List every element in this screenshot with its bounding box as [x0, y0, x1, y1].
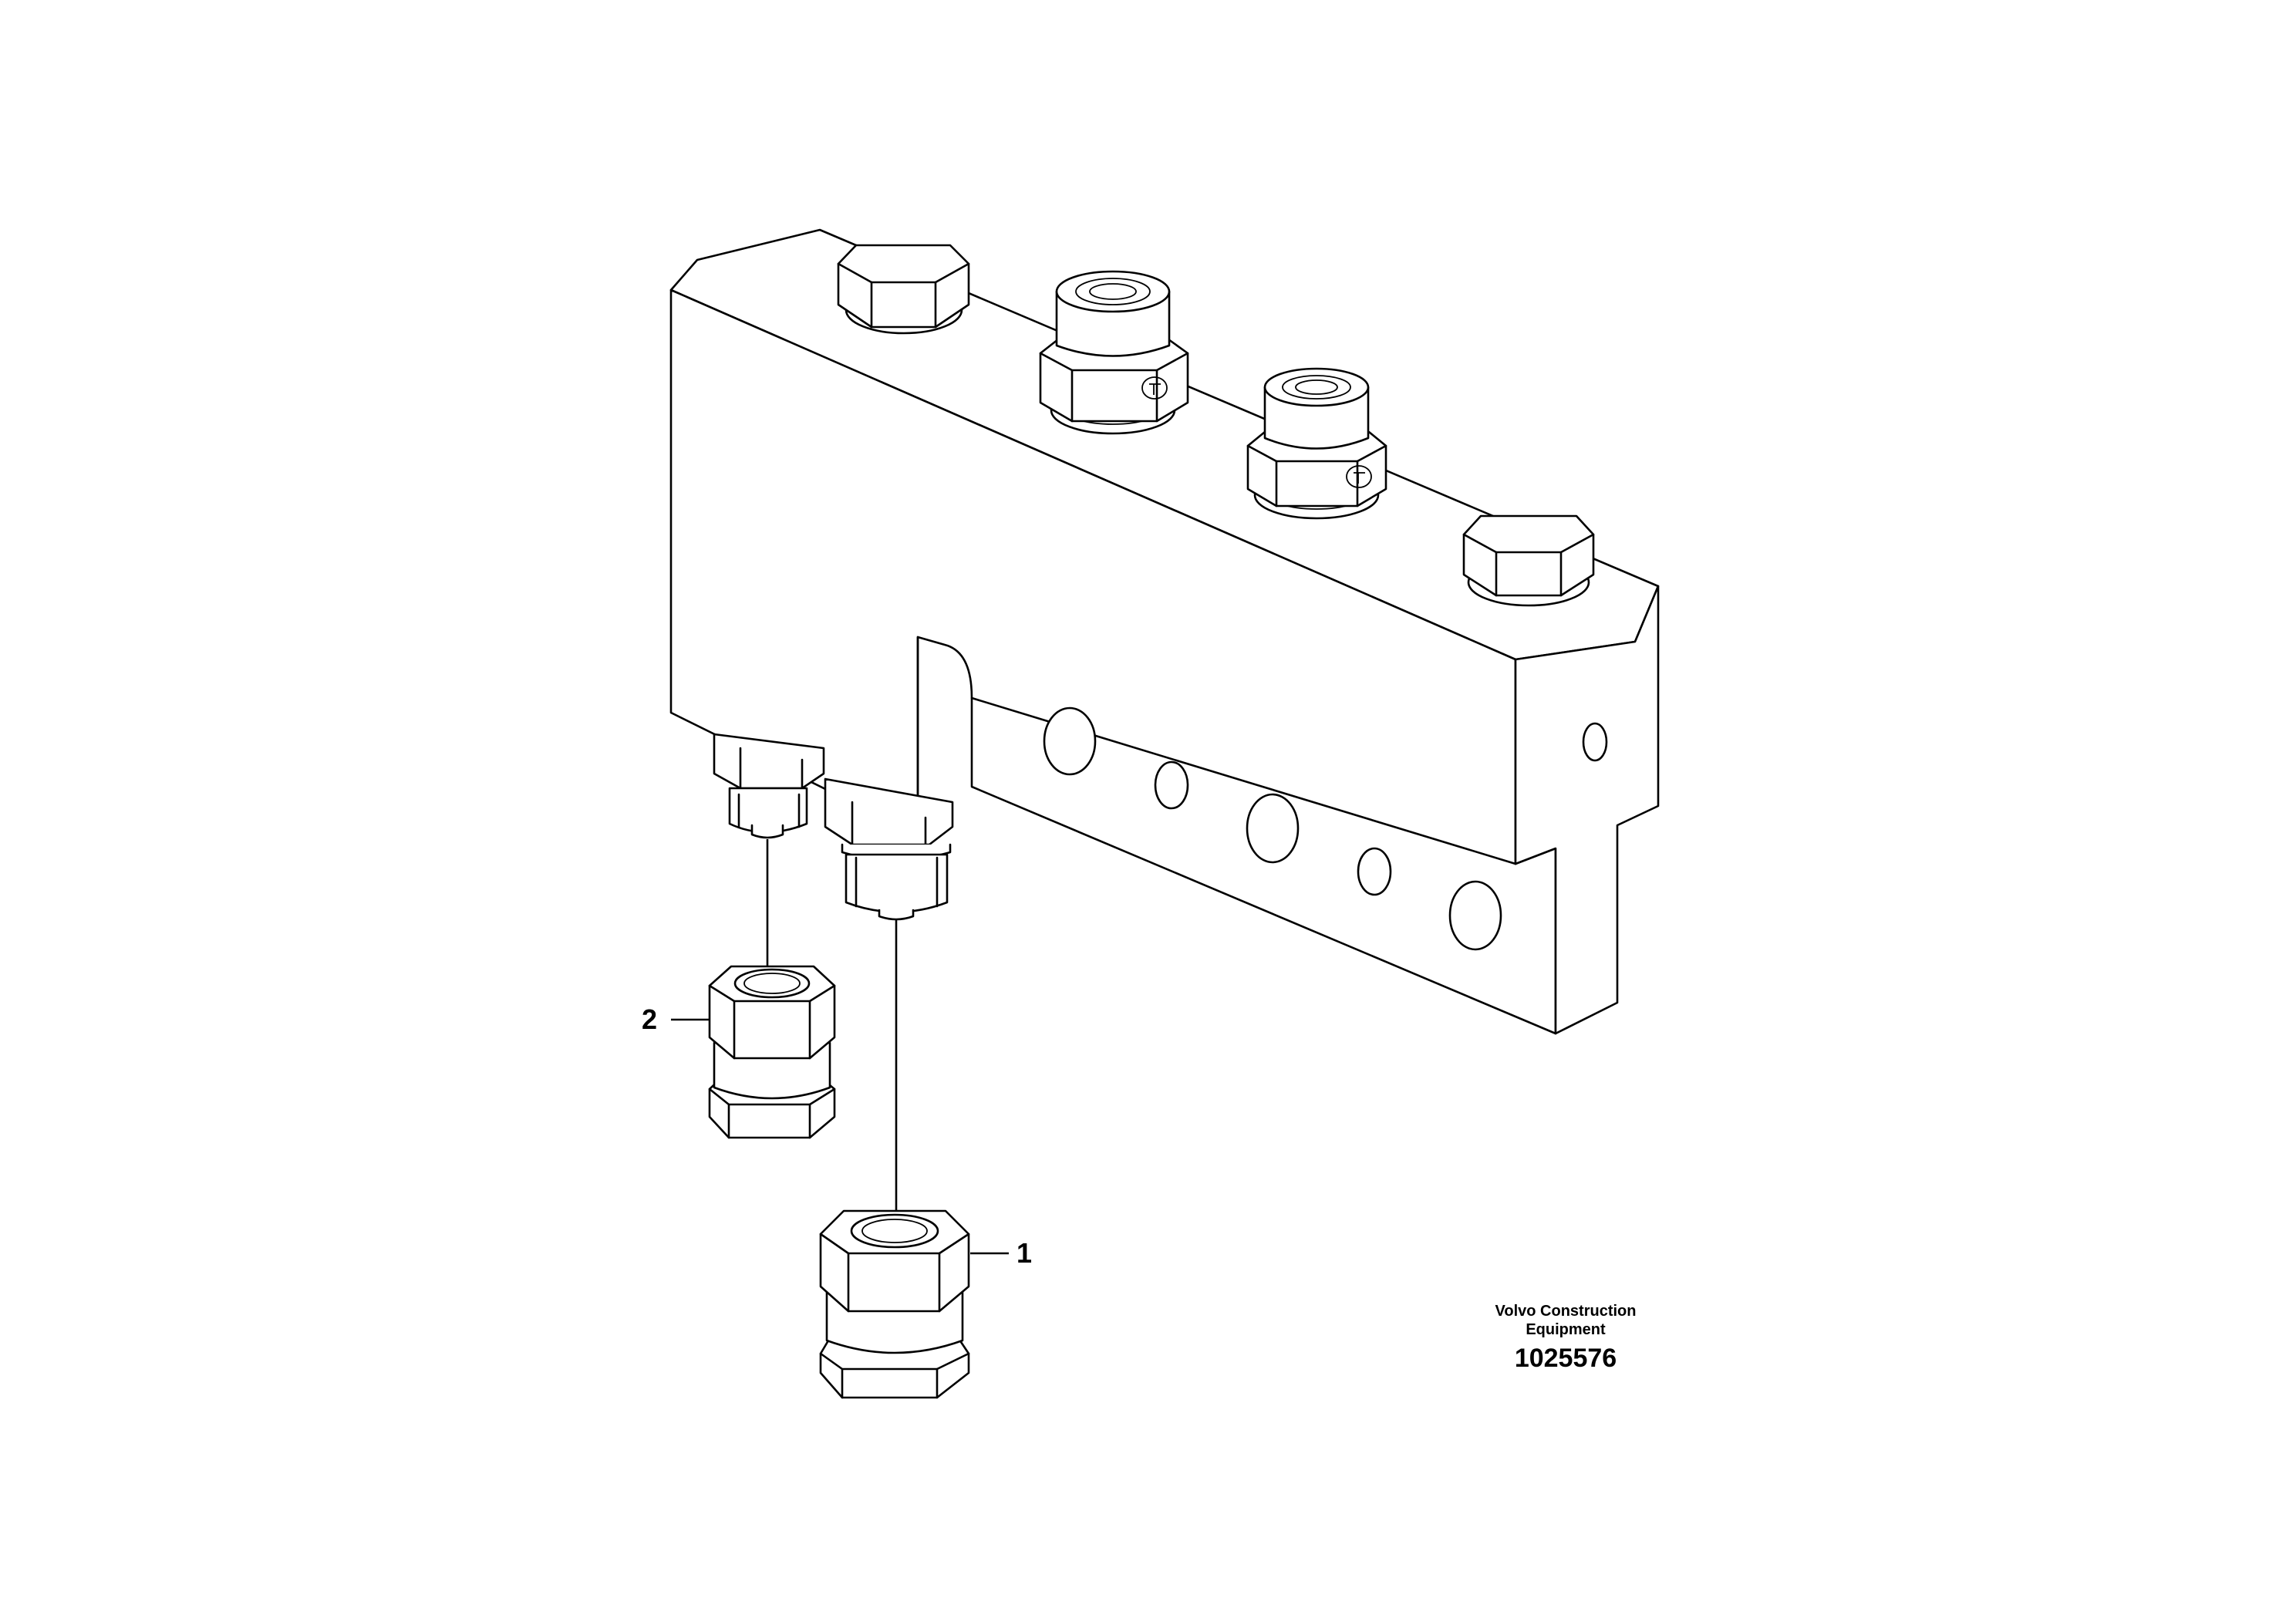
valve-block	[669, 228, 1660, 1035]
caption-brand-line-1: Volvo Construction	[1495, 1303, 1637, 1320]
port-hole	[1043, 706, 1097, 776]
adapter-fitting-part-2	[708, 965, 836, 1139]
port-holes	[1043, 706, 1608, 951]
drawing-number: 1025576	[1514, 1344, 1617, 1373]
bottom-port-left	[713, 733, 825, 839]
port-hole	[1357, 847, 1392, 896]
adapter-fitting-part-1	[819, 1209, 970, 1399]
port-hole	[1448, 880, 1502, 951]
side-hole	[1582, 722, 1608, 762]
port-hole	[1154, 760, 1189, 810]
port-hole	[1246, 793, 1300, 864]
drawing-caption: Volvo Construction Equipment 1025576	[1450, 1303, 1681, 1371]
bottom-port-right	[824, 777, 954, 921]
top-check-valve-1	[1039, 270, 1189, 435]
top-check-valve-2	[1246, 367, 1387, 520]
block-side-face	[1514, 585, 1660, 1035]
caption-brand-line-2: Equipment	[1526, 1321, 1606, 1338]
callout-2: 2	[642, 1003, 658, 1035]
top-plug-left	[837, 244, 970, 335]
top-plug-right	[1462, 514, 1595, 607]
callout-1: 1	[1017, 1237, 1033, 1269]
